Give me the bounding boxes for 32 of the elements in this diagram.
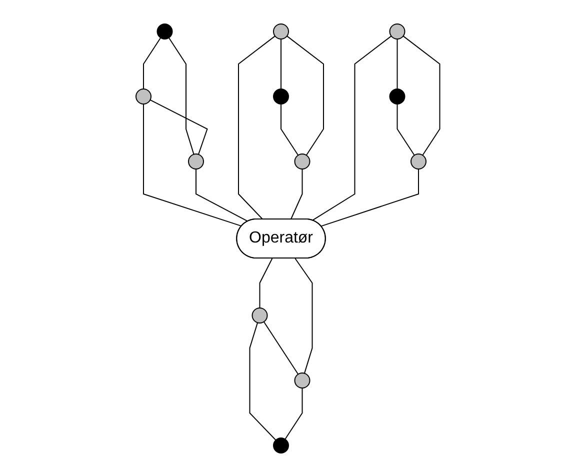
- connector: [402, 35, 440, 156]
- node-circle: [156, 23, 172, 39]
- connector: [396, 103, 415, 156]
- connector: [195, 168, 248, 222]
- connector: [286, 35, 324, 156]
- connector: [258, 258, 272, 308]
- connector: [294, 258, 312, 374]
- connector: [238, 35, 276, 220]
- node-circle: [188, 153, 204, 169]
- connector: [320, 168, 419, 226]
- node-circle: [272, 88, 289, 104]
- node-circle: [294, 153, 310, 169]
- node-circle: [251, 307, 268, 323]
- node-circle: [135, 88, 152, 104]
- connector: [248, 322, 276, 440]
- node-circle: [388, 23, 405, 39]
- node-circle: [388, 88, 405, 104]
- connector: [262, 320, 298, 374]
- connector: [149, 98, 208, 154]
- node-circle: [272, 437, 289, 453]
- connector: [290, 168, 302, 220]
- connector: [284, 387, 302, 440]
- connector: [396, 38, 398, 89]
- connector: [142, 36, 161, 89]
- connector: [280, 38, 282, 89]
- connector: [280, 103, 298, 156]
- connector: [311, 35, 392, 220]
- connector: [142, 103, 242, 226]
- connector: [168, 36, 194, 154]
- node-circle: [410, 153, 426, 169]
- node-circle: [272, 23, 289, 39]
- node-circle: [294, 372, 310, 388]
